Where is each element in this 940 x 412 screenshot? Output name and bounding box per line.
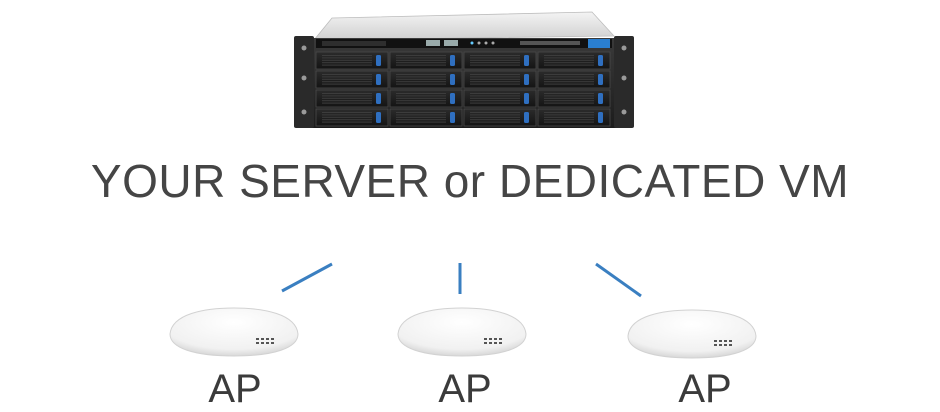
drive-latch	[524, 55, 529, 66]
drive-latch	[450, 93, 455, 104]
drive-latch	[598, 112, 603, 123]
access-point-label-2: AP	[438, 367, 492, 411]
drive-latch	[376, 112, 381, 123]
link-left	[281, 262, 333, 293]
wireless-access-point-icon	[397, 307, 527, 357]
drive-latch	[450, 112, 455, 123]
drive-latch	[598, 55, 603, 66]
drive-latch	[376, 74, 381, 85]
access-point-label-3: AP	[678, 367, 732, 411]
wireless-access-point-icon	[627, 309, 757, 359]
network-links	[281, 262, 642, 298]
rack-server-icon	[292, 8, 636, 130]
drive-latch	[376, 93, 381, 104]
server-caption: YOUR SERVER or DEDICATED VM	[90, 155, 850, 207]
drive-latch	[598, 93, 603, 104]
wireless-access-point-icon	[169, 307, 299, 357]
access-point-3	[622, 308, 762, 360]
drive-latch	[524, 93, 529, 104]
access-point-1	[164, 306, 304, 358]
access-point-2	[392, 306, 532, 358]
drive-latch	[450, 55, 455, 66]
drive-latch	[376, 55, 381, 66]
access-point-label-1: AP	[208, 367, 262, 411]
drive-latch	[450, 74, 455, 85]
drive-latch	[524, 74, 529, 85]
link-right	[595, 262, 642, 298]
drive-latch	[598, 74, 603, 85]
drive-latch	[524, 112, 529, 123]
